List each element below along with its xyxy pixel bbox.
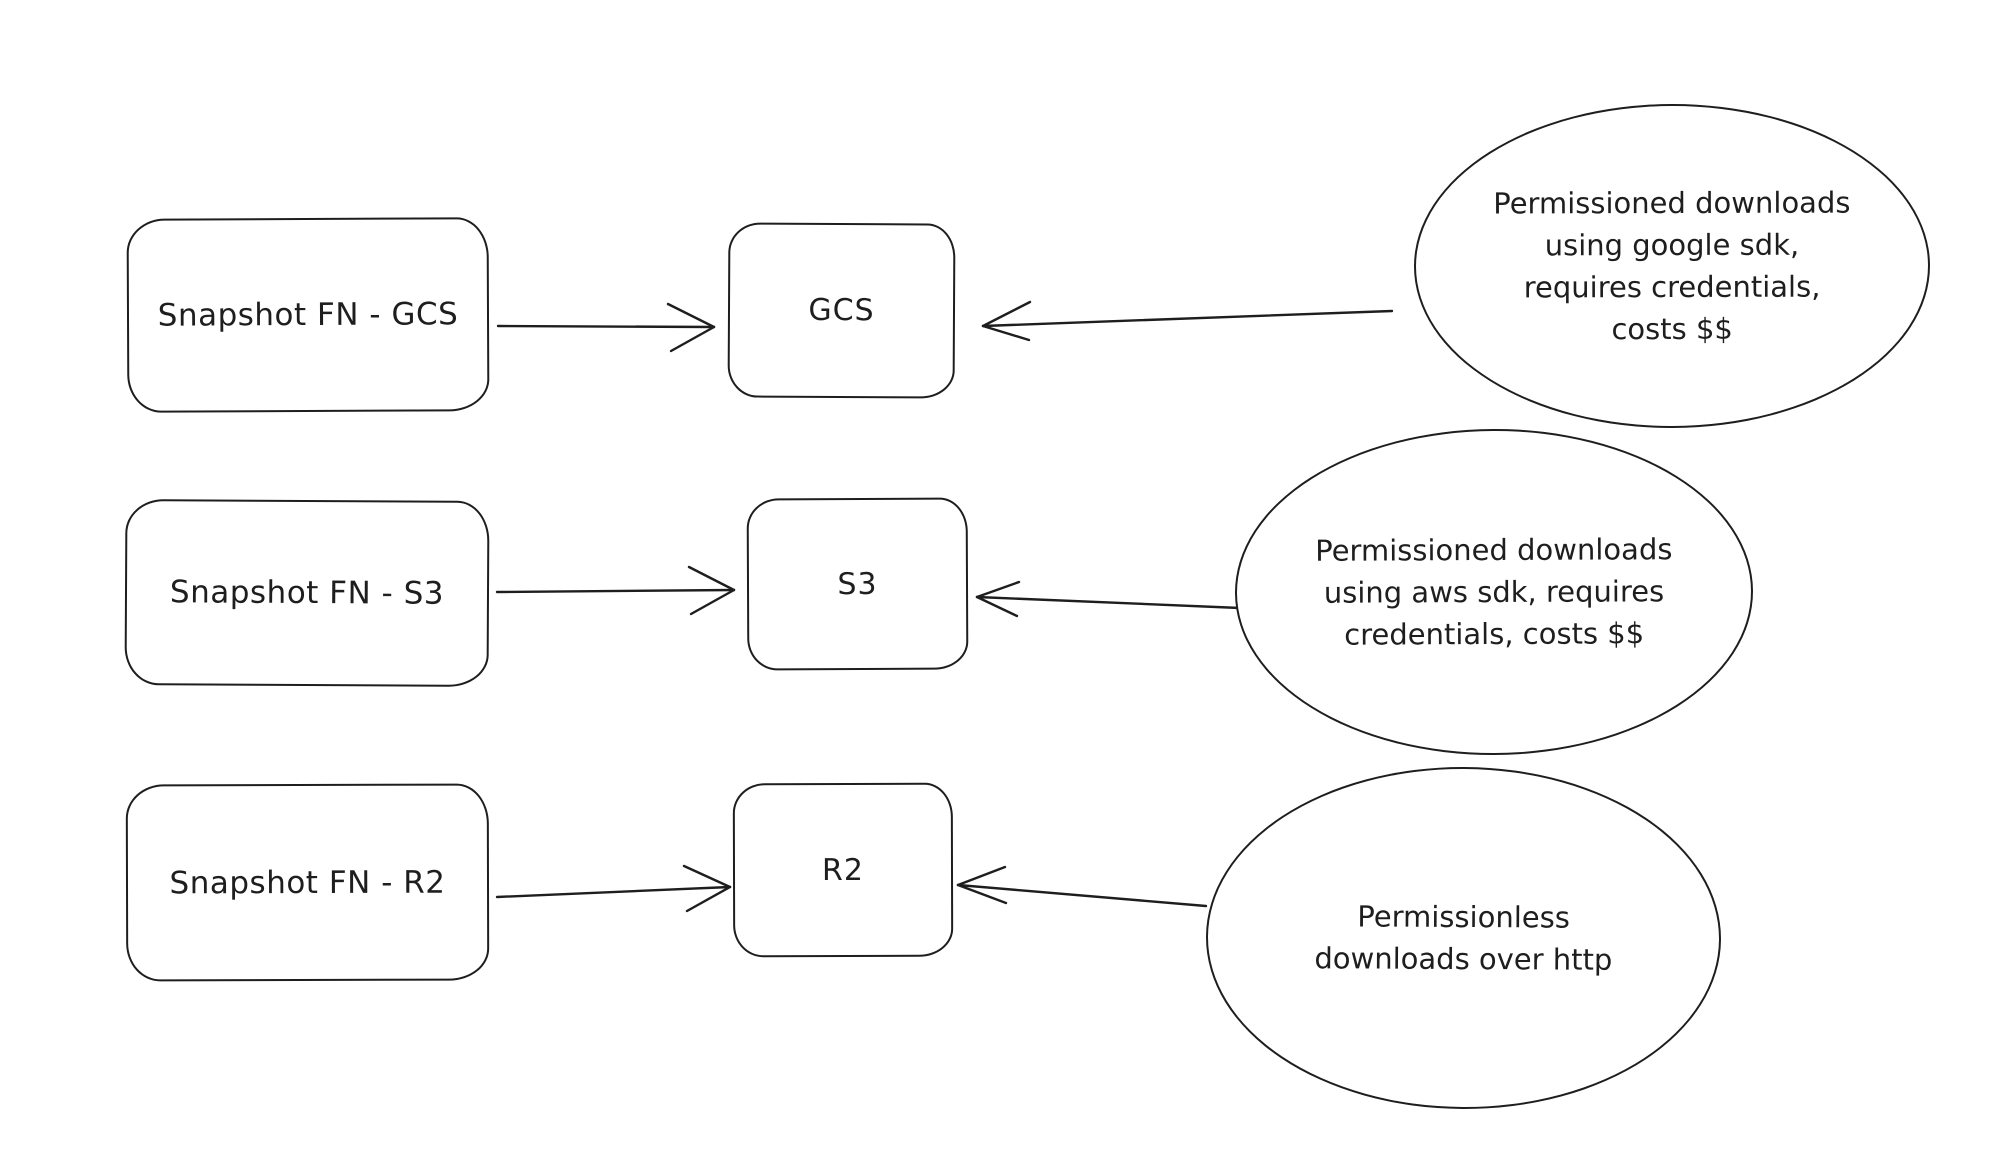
node-snapshot-fn-r2[interactable]: Snapshot FN - R2 (125, 783, 490, 982)
node-s3-label: S3 (837, 566, 878, 602)
note-line: costs $$ (1611, 311, 1733, 347)
note-ellipse-s3[interactable]: Permissioned downloads using aws sdk, re… (1234, 427, 1754, 757)
node-snapshot-fn-gcs-label: Snapshot FN - GCS (157, 296, 459, 334)
arrow-note-to-s3[interactable] (975, 580, 1242, 618)
note-line: using google sdk, (1544, 227, 1800, 263)
node-s3[interactable]: S3 (746, 497, 969, 671)
node-snapshot-fn-r2-label: Snapshot FN - R2 (169, 864, 446, 901)
note-line: Permissioned downloads (1315, 532, 1673, 568)
node-snapshot-fn-gcs[interactable]: Snapshot FN - GCS (126, 217, 490, 413)
node-snapshot-fn-s3[interactable]: Snapshot FN - S3 (124, 499, 490, 687)
node-gcs-label: GCS (808, 292, 875, 329)
note-line: using aws sdk, requires (1323, 574, 1665, 610)
note-line: Permissioned downloads (1493, 185, 1851, 221)
note-ellipse-gcs[interactable]: Permissioned downloads using google sdk,… (1413, 103, 1931, 429)
arrow-note-to-gcs[interactable] (981, 300, 1394, 342)
arrow-snapshot-to-gcs[interactable] (496, 302, 716, 353)
node-snapshot-fn-s3-label: Snapshot FN - S3 (169, 574, 445, 612)
node-r2[interactable]: R2 (732, 782, 954, 958)
node-r2-label: R2 (821, 852, 865, 888)
note-line: downloads over http (1314, 941, 1613, 977)
note-line: requires credentials, (1523, 269, 1821, 305)
arrow-snapshot-to-s3[interactable] (495, 565, 736, 616)
node-gcs[interactable]: GCS (727, 222, 956, 399)
arrow-note-to-r2[interactable] (956, 865, 1208, 908)
note-line: credentials, costs $$ (1344, 616, 1645, 652)
note-line: Permissionless (1357, 899, 1570, 935)
arrow-snapshot-to-r2[interactable] (495, 864, 732, 913)
note-ellipse-r2[interactable]: Permissionless downloads over http (1205, 765, 1722, 1111)
